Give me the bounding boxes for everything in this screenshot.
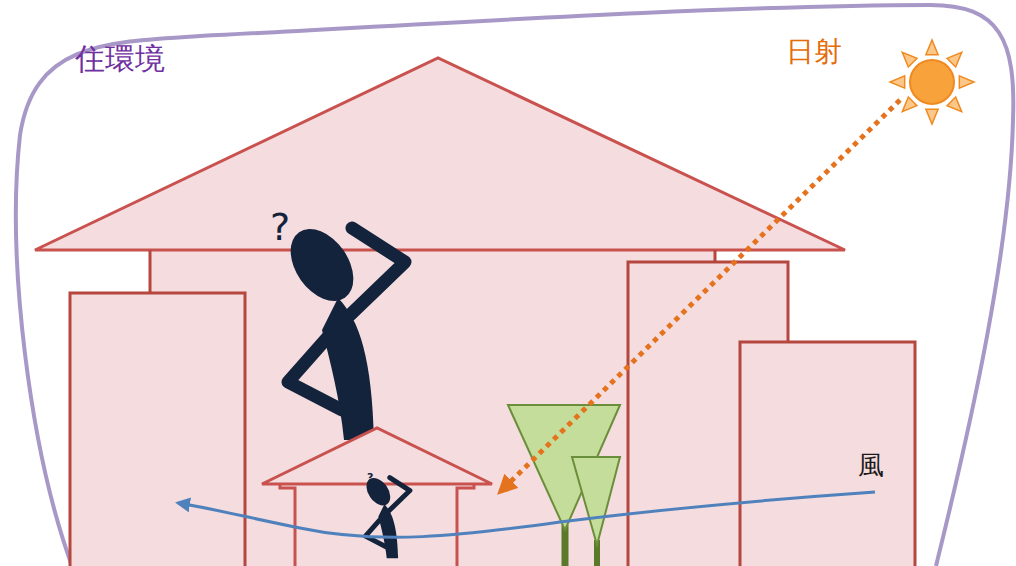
sun-icon bbox=[890, 40, 974, 124]
sun-ray bbox=[947, 52, 962, 67]
small-house bbox=[262, 428, 492, 566]
sun-ray bbox=[902, 97, 917, 112]
region-label: 住環境 bbox=[75, 44, 165, 74]
radiation-label: 日射 bbox=[786, 38, 842, 66]
question-mark: ? bbox=[270, 208, 290, 246]
sun-ray bbox=[926, 40, 938, 55]
small-person-figure bbox=[362, 474, 410, 559]
sun-ray bbox=[926, 109, 938, 124]
person-figure bbox=[278, 217, 405, 440]
question-mark: ? bbox=[367, 472, 373, 483]
big-house bbox=[35, 58, 915, 566]
sun-ray bbox=[959, 76, 974, 88]
sun-ray bbox=[902, 52, 917, 67]
sun-ray bbox=[947, 97, 962, 112]
wind-arrow bbox=[178, 492, 875, 537]
sun-ray bbox=[890, 76, 905, 88]
wind-label: 風 bbox=[858, 452, 884, 478]
sun-disc bbox=[910, 60, 954, 104]
solar-ray bbox=[500, 100, 900, 492]
